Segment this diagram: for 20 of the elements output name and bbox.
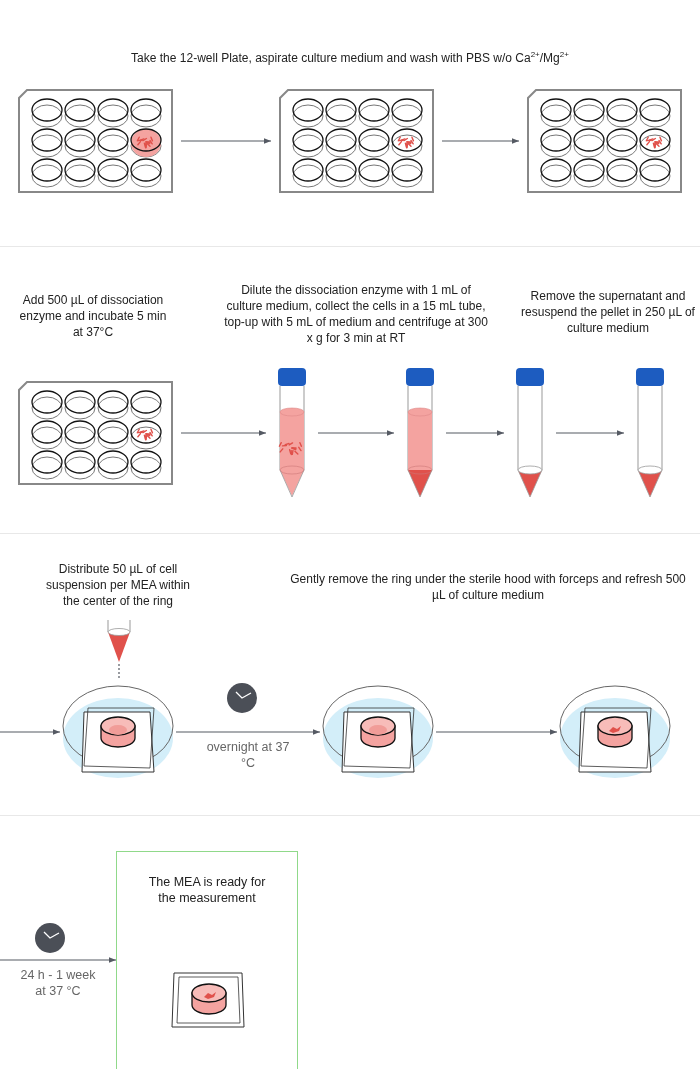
step-instruction: Distribute 50 µL of cell suspension per MEA within the center of the ring [44,561,192,609]
arrow [0,957,117,963]
dotted-line [118,663,120,681]
step-instruction: Gently remove the ring under the sterile hood with forceps and refresh 500 µL of culture medium [289,571,687,603]
pipette-tip-drawing [106,620,132,664]
step-instruction: Remove the supernatant and resuspend the pellet in 250 µL of culture medium [520,288,696,336]
arrow [441,138,520,144]
arrow [0,729,61,735]
step-instruction: Dilute the dissociation enzyme with 1 mL of culture medium, collect the cells in a 15 mL tube, top-up with 5 mL of medium and centrifuge at 300 x g for 3 min at RT [224,282,488,346]
arrow [180,138,272,144]
arrow [435,729,558,735]
panel-text: The MEA is ready for the measurement [147,874,267,906]
step-instruction: Add 500 µL of dissociation enzyme and incubate 5 min at 37°C [18,292,168,340]
arrow [555,430,625,436]
result-panel [116,851,298,1069]
step-instruction: Take the 12-well Plate, aspirate culture medium and wash with PBS w/o Ca$^{2+}$/Mg$^{2+}$ [130,50,570,66]
arrow [317,430,395,436]
arrow [445,430,505,436]
arrow [180,430,267,436]
arrow [175,729,321,735]
